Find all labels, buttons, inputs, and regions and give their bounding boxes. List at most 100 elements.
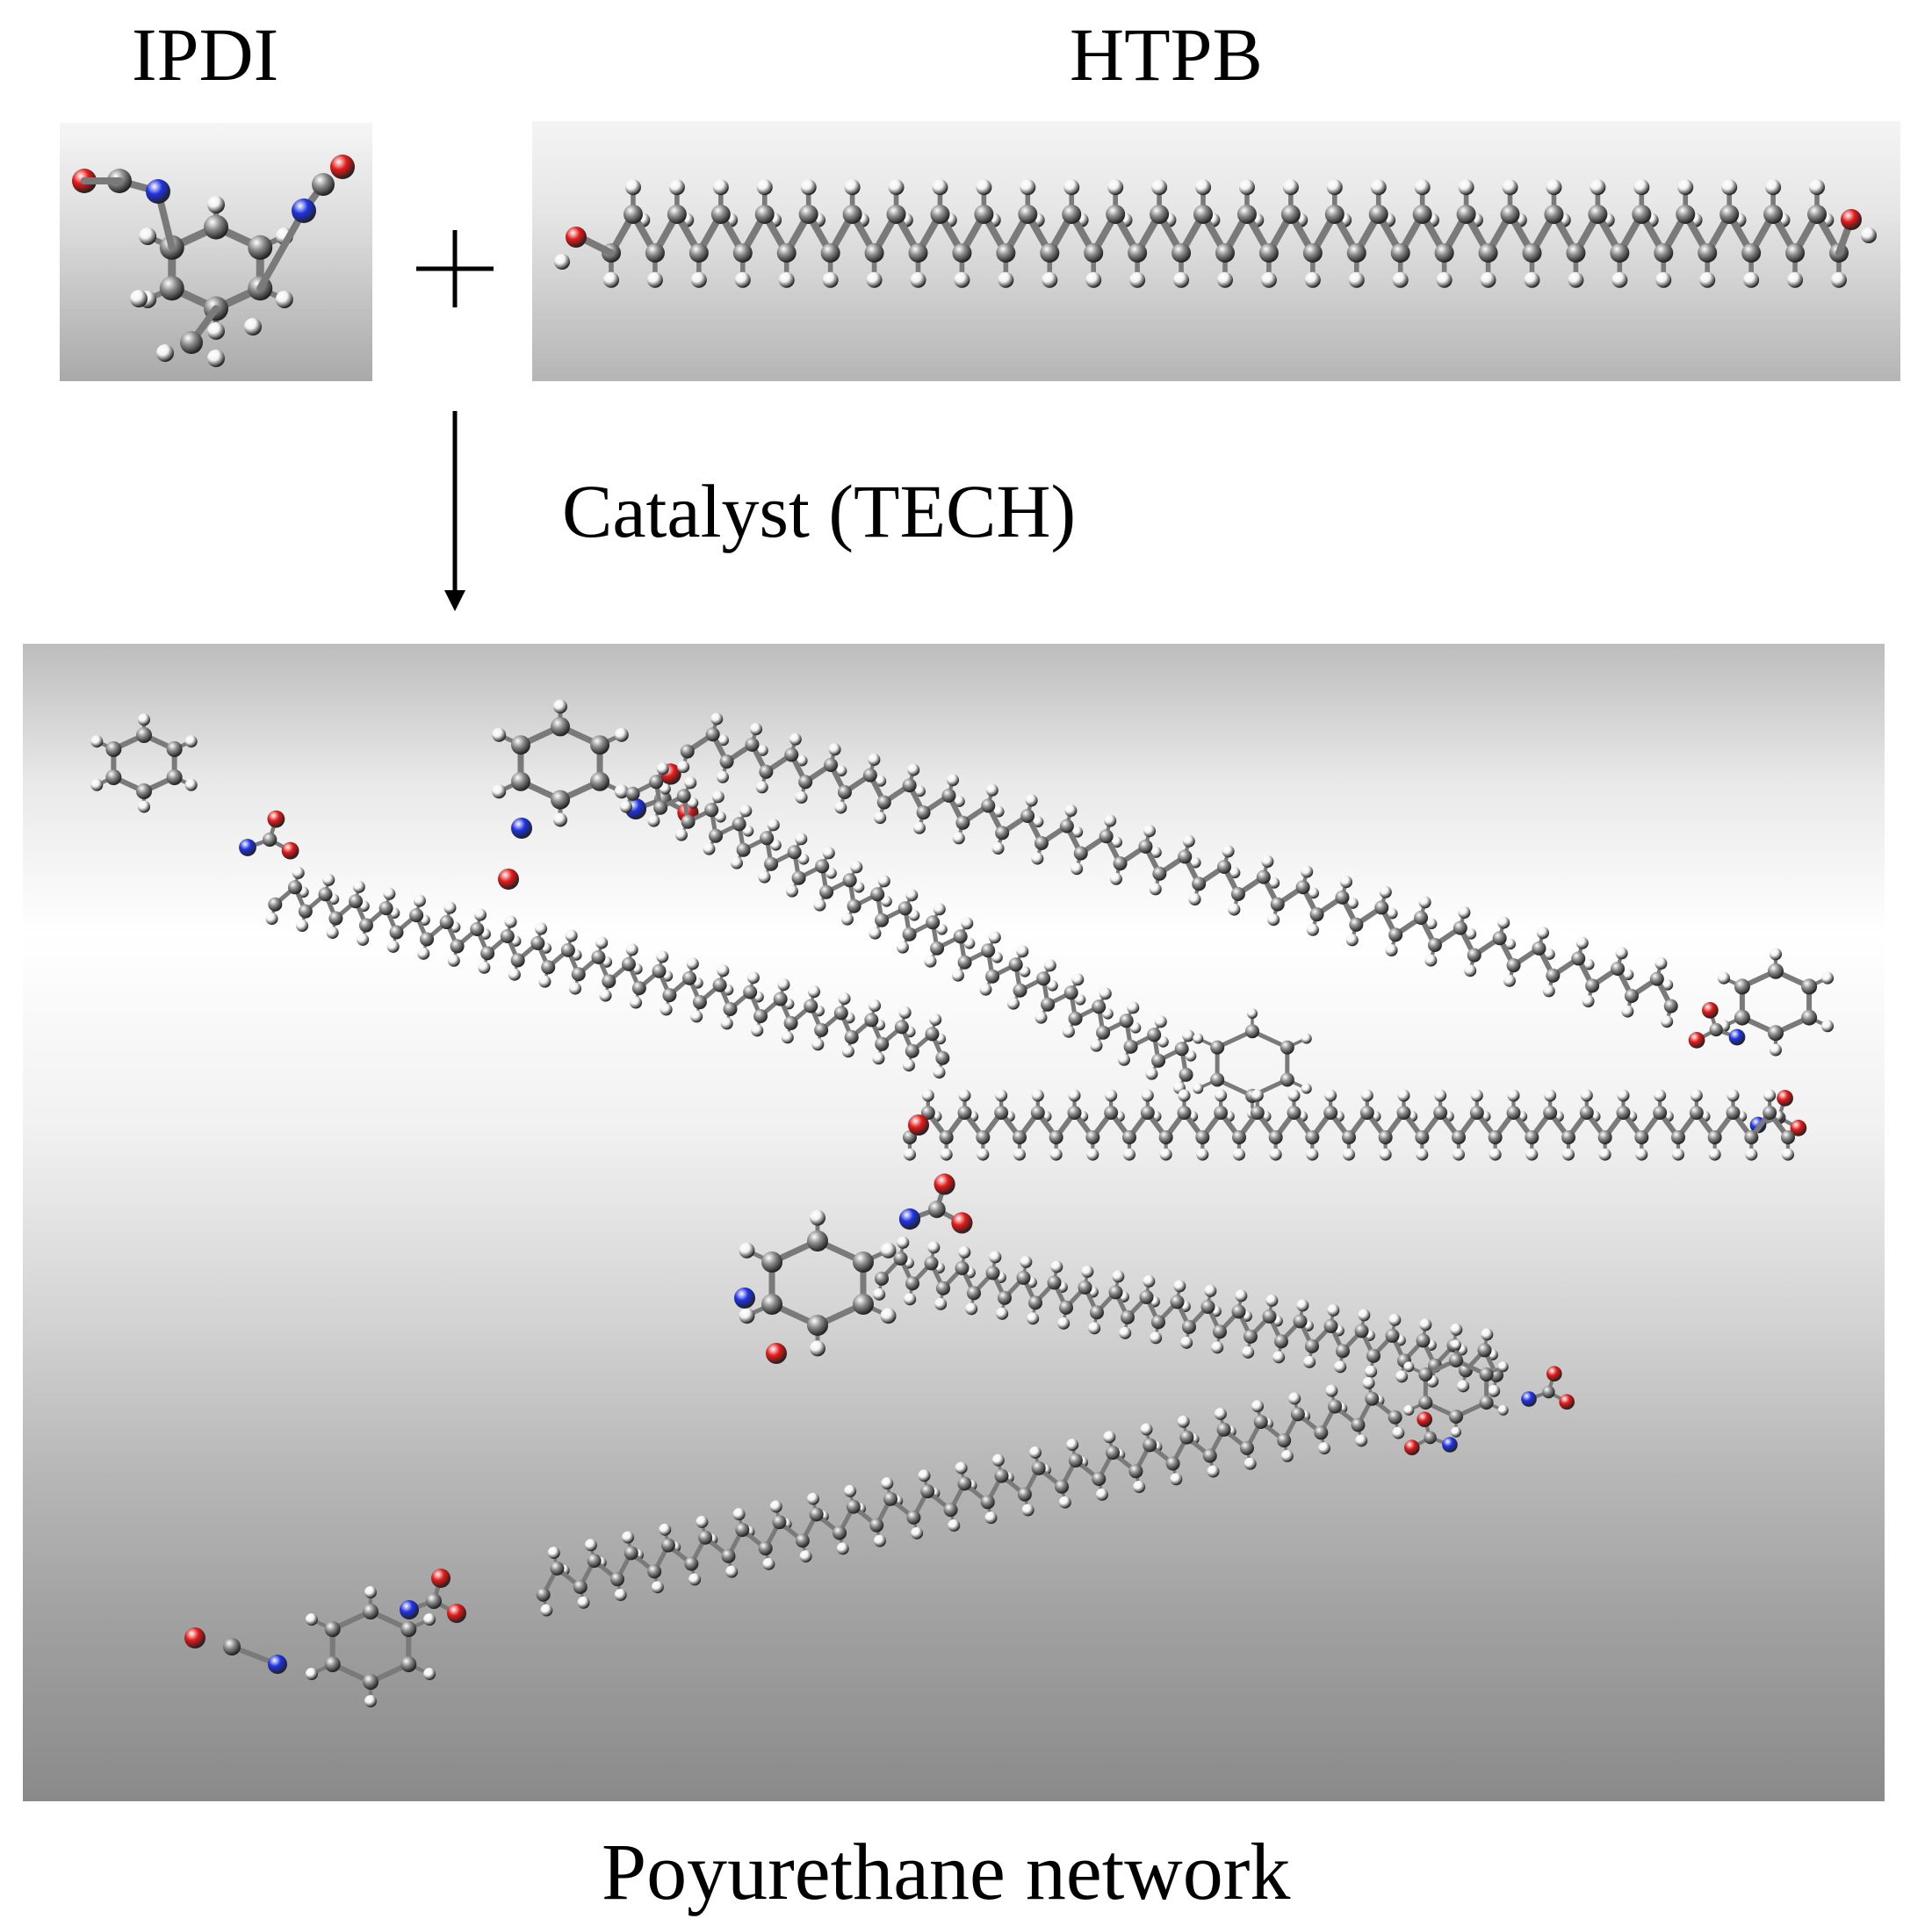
hydrogen-atom [553, 699, 567, 714]
carbon-atom [624, 1546, 638, 1561]
hydrogen-atom [1019, 965, 1031, 977]
oxygen-atom [908, 1114, 929, 1136]
carbon-atom [995, 826, 1010, 840]
carbon-atom [1210, 1040, 1225, 1055]
carbon-atom [263, 832, 278, 848]
carbon-atom [905, 1043, 919, 1058]
hydrogen-atom [577, 1596, 590, 1609]
carbon-atom [1579, 1106, 1594, 1120]
hydrogen-atom [305, 1668, 318, 1680]
hydrogen-atom [1451, 1426, 1461, 1438]
carbon-atom [1055, 1479, 1070, 1494]
hydrogen-atom [873, 1288, 886, 1301]
carbon-atom [1277, 1433, 1292, 1448]
carbon-atom [905, 1276, 919, 1291]
hydrogen-atom [769, 1500, 782, 1513]
carbon-atom [1119, 1013, 1134, 1028]
oxygen-atom [566, 227, 587, 248]
hydrogen-atom [1182, 834, 1195, 848]
carbon-atom [631, 981, 646, 996]
hydrogen-atom [951, 969, 964, 982]
carbon-atom [400, 1656, 417, 1672]
carbon-atom [994, 1468, 1009, 1483]
hydrogen-atom [1395, 1370, 1409, 1383]
hydrogen-atom [1265, 1294, 1279, 1307]
hydrogen-atom [992, 805, 1005, 818]
oxygen-atom [447, 1604, 466, 1623]
carbon-atom [820, 243, 840, 263]
hydrogen-atom [1049, 1148, 1063, 1161]
carbon-atom [980, 1495, 995, 1510]
carbon-atom [1192, 876, 1207, 891]
hydrogen-atom [853, 881, 865, 893]
hydrogen-atom [716, 770, 729, 783]
hydrogen-atom [1721, 179, 1738, 196]
hydrogen-atom [1450, 1323, 1463, 1336]
hydrogen-atom [825, 867, 837, 879]
hydrogen-atom [1150, 1331, 1163, 1345]
carbon-atom [1280, 1040, 1294, 1055]
carbon-atom [500, 928, 515, 943]
hydrogen-atom [1580, 1089, 1593, 1102]
carbon-atom [1734, 978, 1750, 995]
hydrogen-atom [690, 271, 707, 288]
oxygen-atom [330, 155, 355, 179]
hydrogen-atom [352, 880, 365, 893]
carbon-atom [1128, 243, 1148, 263]
hydrogen-atom [933, 1066, 946, 1079]
carbon-atom [1726, 1106, 1741, 1120]
carbon-atom [1354, 1324, 1369, 1338]
hydrogen-atom [1081, 1265, 1094, 1278]
carbon-atom [1099, 829, 1114, 844]
hydrogen-atom [1502, 179, 1518, 196]
carbon-atom [1236, 205, 1257, 224]
hydrogen-atom [1260, 271, 1277, 288]
hydrogen-atom [1296, 1299, 1309, 1312]
carbon-atom [798, 205, 818, 224]
hydrogen-atom [841, 1045, 854, 1058]
hydrogen-atom [954, 796, 965, 807]
hydrogen-atom [732, 1508, 746, 1521]
carbon-atom [510, 953, 525, 968]
hydrogen-atom [1497, 916, 1510, 929]
hydrogen-atom [927, 1241, 941, 1254]
carbon-atom [1036, 971, 1051, 986]
hydrogen-atom [614, 1588, 627, 1601]
hydrogen-atom [1318, 1442, 1331, 1455]
hydrogen-atom [1303, 1355, 1316, 1368]
hydrogen-atom [905, 889, 919, 902]
carbon-atom [1181, 1319, 1196, 1334]
hydrogen-atom [540, 1604, 553, 1617]
carbon-atom [363, 1604, 378, 1619]
hydrogen-atom [746, 971, 760, 985]
hydrogen-atom [710, 712, 724, 725]
carbon-atom [1138, 839, 1153, 854]
hydrogen-atom [1109, 872, 1122, 885]
carbon-atom [550, 1561, 565, 1576]
carbon-atom [653, 800, 668, 815]
hydrogen-atom [1458, 905, 1471, 919]
carbon-atom [798, 775, 813, 790]
hydrogen-atom [1392, 271, 1409, 288]
carbon-atom [1309, 907, 1324, 922]
hydrogen-atom [1064, 804, 1078, 817]
carbon-atom [809, 1507, 824, 1522]
carbon-atom [1418, 1396, 1433, 1410]
hydrogen-atom [1345, 934, 1359, 947]
carbon-atom [705, 727, 720, 742]
carbon-atom [1258, 243, 1279, 263]
carbon-atom [573, 1579, 588, 1594]
hydrogen-atom [1809, 179, 1826, 196]
carbon-atom [1532, 941, 1546, 956]
carbon-atom [886, 205, 906, 224]
carbon-atom [1150, 205, 1170, 224]
hydrogen-atom [1385, 944, 1398, 957]
oxygen-atom [1790, 1120, 1807, 1136]
hydrogen-atom [478, 961, 491, 974]
hydrogen-atom [1392, 1426, 1405, 1439]
hydrogen-atom [1358, 1309, 1371, 1322]
carbon-atom [1152, 866, 1167, 881]
carbon-atom [1058, 1300, 1073, 1315]
carbon-atom [1328, 1399, 1343, 1414]
hydrogen-atom [965, 1302, 978, 1316]
